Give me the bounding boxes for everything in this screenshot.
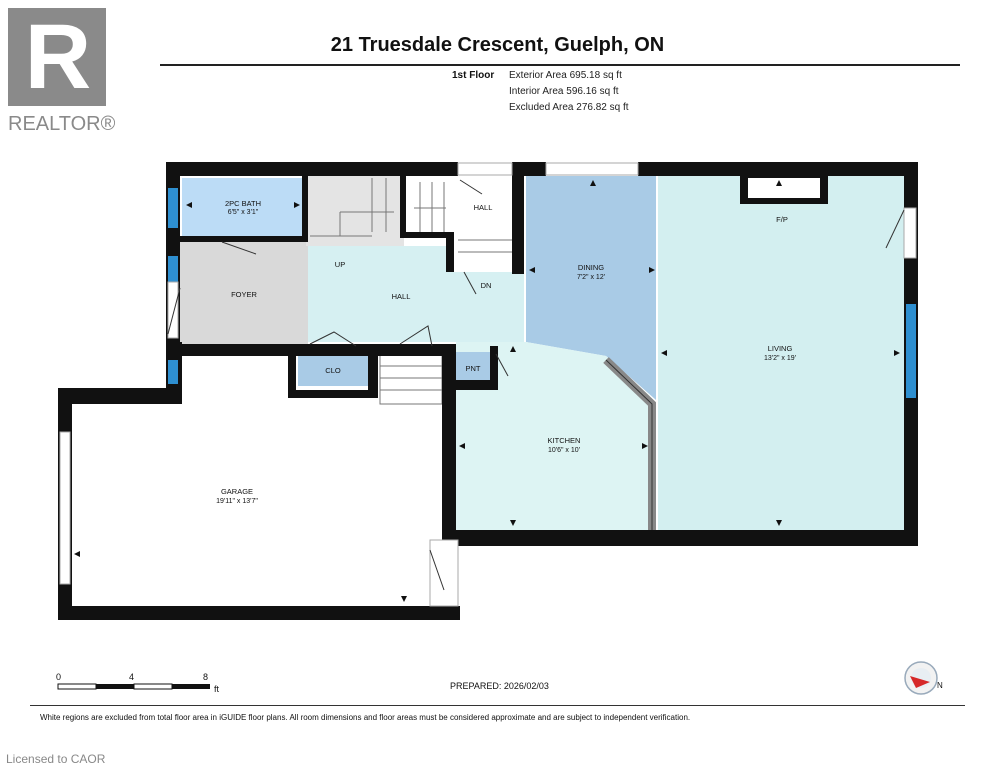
living-dims: 13'2" x 19' — [764, 355, 796, 362]
compass-icon: N — [904, 661, 943, 695]
compass-letter: N — [937, 681, 943, 690]
logo-text: REALTOR® — [8, 113, 116, 134]
prepared-date: PREPARED: 2026/02/03 — [450, 681, 549, 691]
windows — [168, 188, 916, 398]
garage-fill — [72, 404, 448, 606]
stair-area-fill — [306, 176, 404, 246]
clo-fill — [298, 352, 368, 386]
hall-name: HALL — [392, 292, 411, 301]
living-name: LIVING — [768, 344, 793, 353]
window-openings — [59, 162, 917, 607]
scale-tick-8: 8 — [203, 672, 208, 682]
realtor-logo: R REALTOR® — [8, 6, 116, 134]
exterior-area: Exterior Area 695.18 sq ft — [509, 70, 622, 81]
living-fill — [658, 176, 904, 530]
garage-name: GARAGE — [221, 487, 253, 496]
fireplace-label: F/P — [776, 215, 788, 224]
footer-rule — [30, 705, 965, 706]
dining-fill — [526, 176, 656, 400]
foyer-name: FOYER — [231, 290, 257, 299]
stairs-down — [414, 182, 514, 253]
foyer-fill — [180, 242, 308, 344]
pnt-name: PNT — [466, 364, 481, 373]
door-swings — [167, 179, 905, 591]
scale-tick-4: 4 — [129, 672, 134, 682]
dining-dims: 7'2" x 12' — [577, 274, 605, 281]
dn-label: DN — [481, 281, 492, 290]
page-title: 21 Truesdale Crescent, Guelph, ON — [330, 34, 665, 56]
garage-dims: 19'11" x 13'7" — [216, 498, 258, 505]
interior-area: Interior Area 596.16 sq ft — [509, 86, 619, 97]
up-label: UP — [335, 260, 345, 269]
dining-name: DINING — [578, 263, 604, 272]
svg-text:R: R — [25, 6, 91, 108]
pnt-fill — [456, 352, 492, 384]
hall-fill — [308, 246, 524, 342]
hall-top-fill — [406, 176, 518, 238]
hall-top-name: HALL — [474, 203, 493, 212]
scale-tick-0: 0 — [56, 672, 61, 682]
bath-name: 2PC BATH — [225, 199, 261, 208]
kitchen-counter-edge — [605, 359, 653, 530]
floor-label: 1st Floor — [452, 70, 495, 81]
stairs-lower — [379, 351, 443, 405]
stairs-up — [310, 178, 394, 237]
kitchen-name: KITCHEN — [548, 436, 581, 445]
bath-dims: 6'5" x 3'1" — [228, 209, 259, 216]
kitchen-fill — [456, 342, 650, 530]
dimension-arrows — [74, 180, 900, 602]
excluded-area: Excluded Area 276.82 sq ft — [509, 102, 629, 113]
title-rule — [160, 64, 960, 66]
disclaimer-note: White regions are excluded from total fl… — [40, 713, 691, 722]
scale-bar: 0 4 8 ft — [56, 672, 220, 694]
license-text: Licensed to CAOR — [6, 752, 106, 766]
kitchen-dims: 10'6" x 10' — [548, 447, 580, 454]
clo-name: CLO — [325, 366, 341, 375]
scale-unit: ft — [214, 684, 220, 694]
bath-fill — [182, 178, 304, 236]
